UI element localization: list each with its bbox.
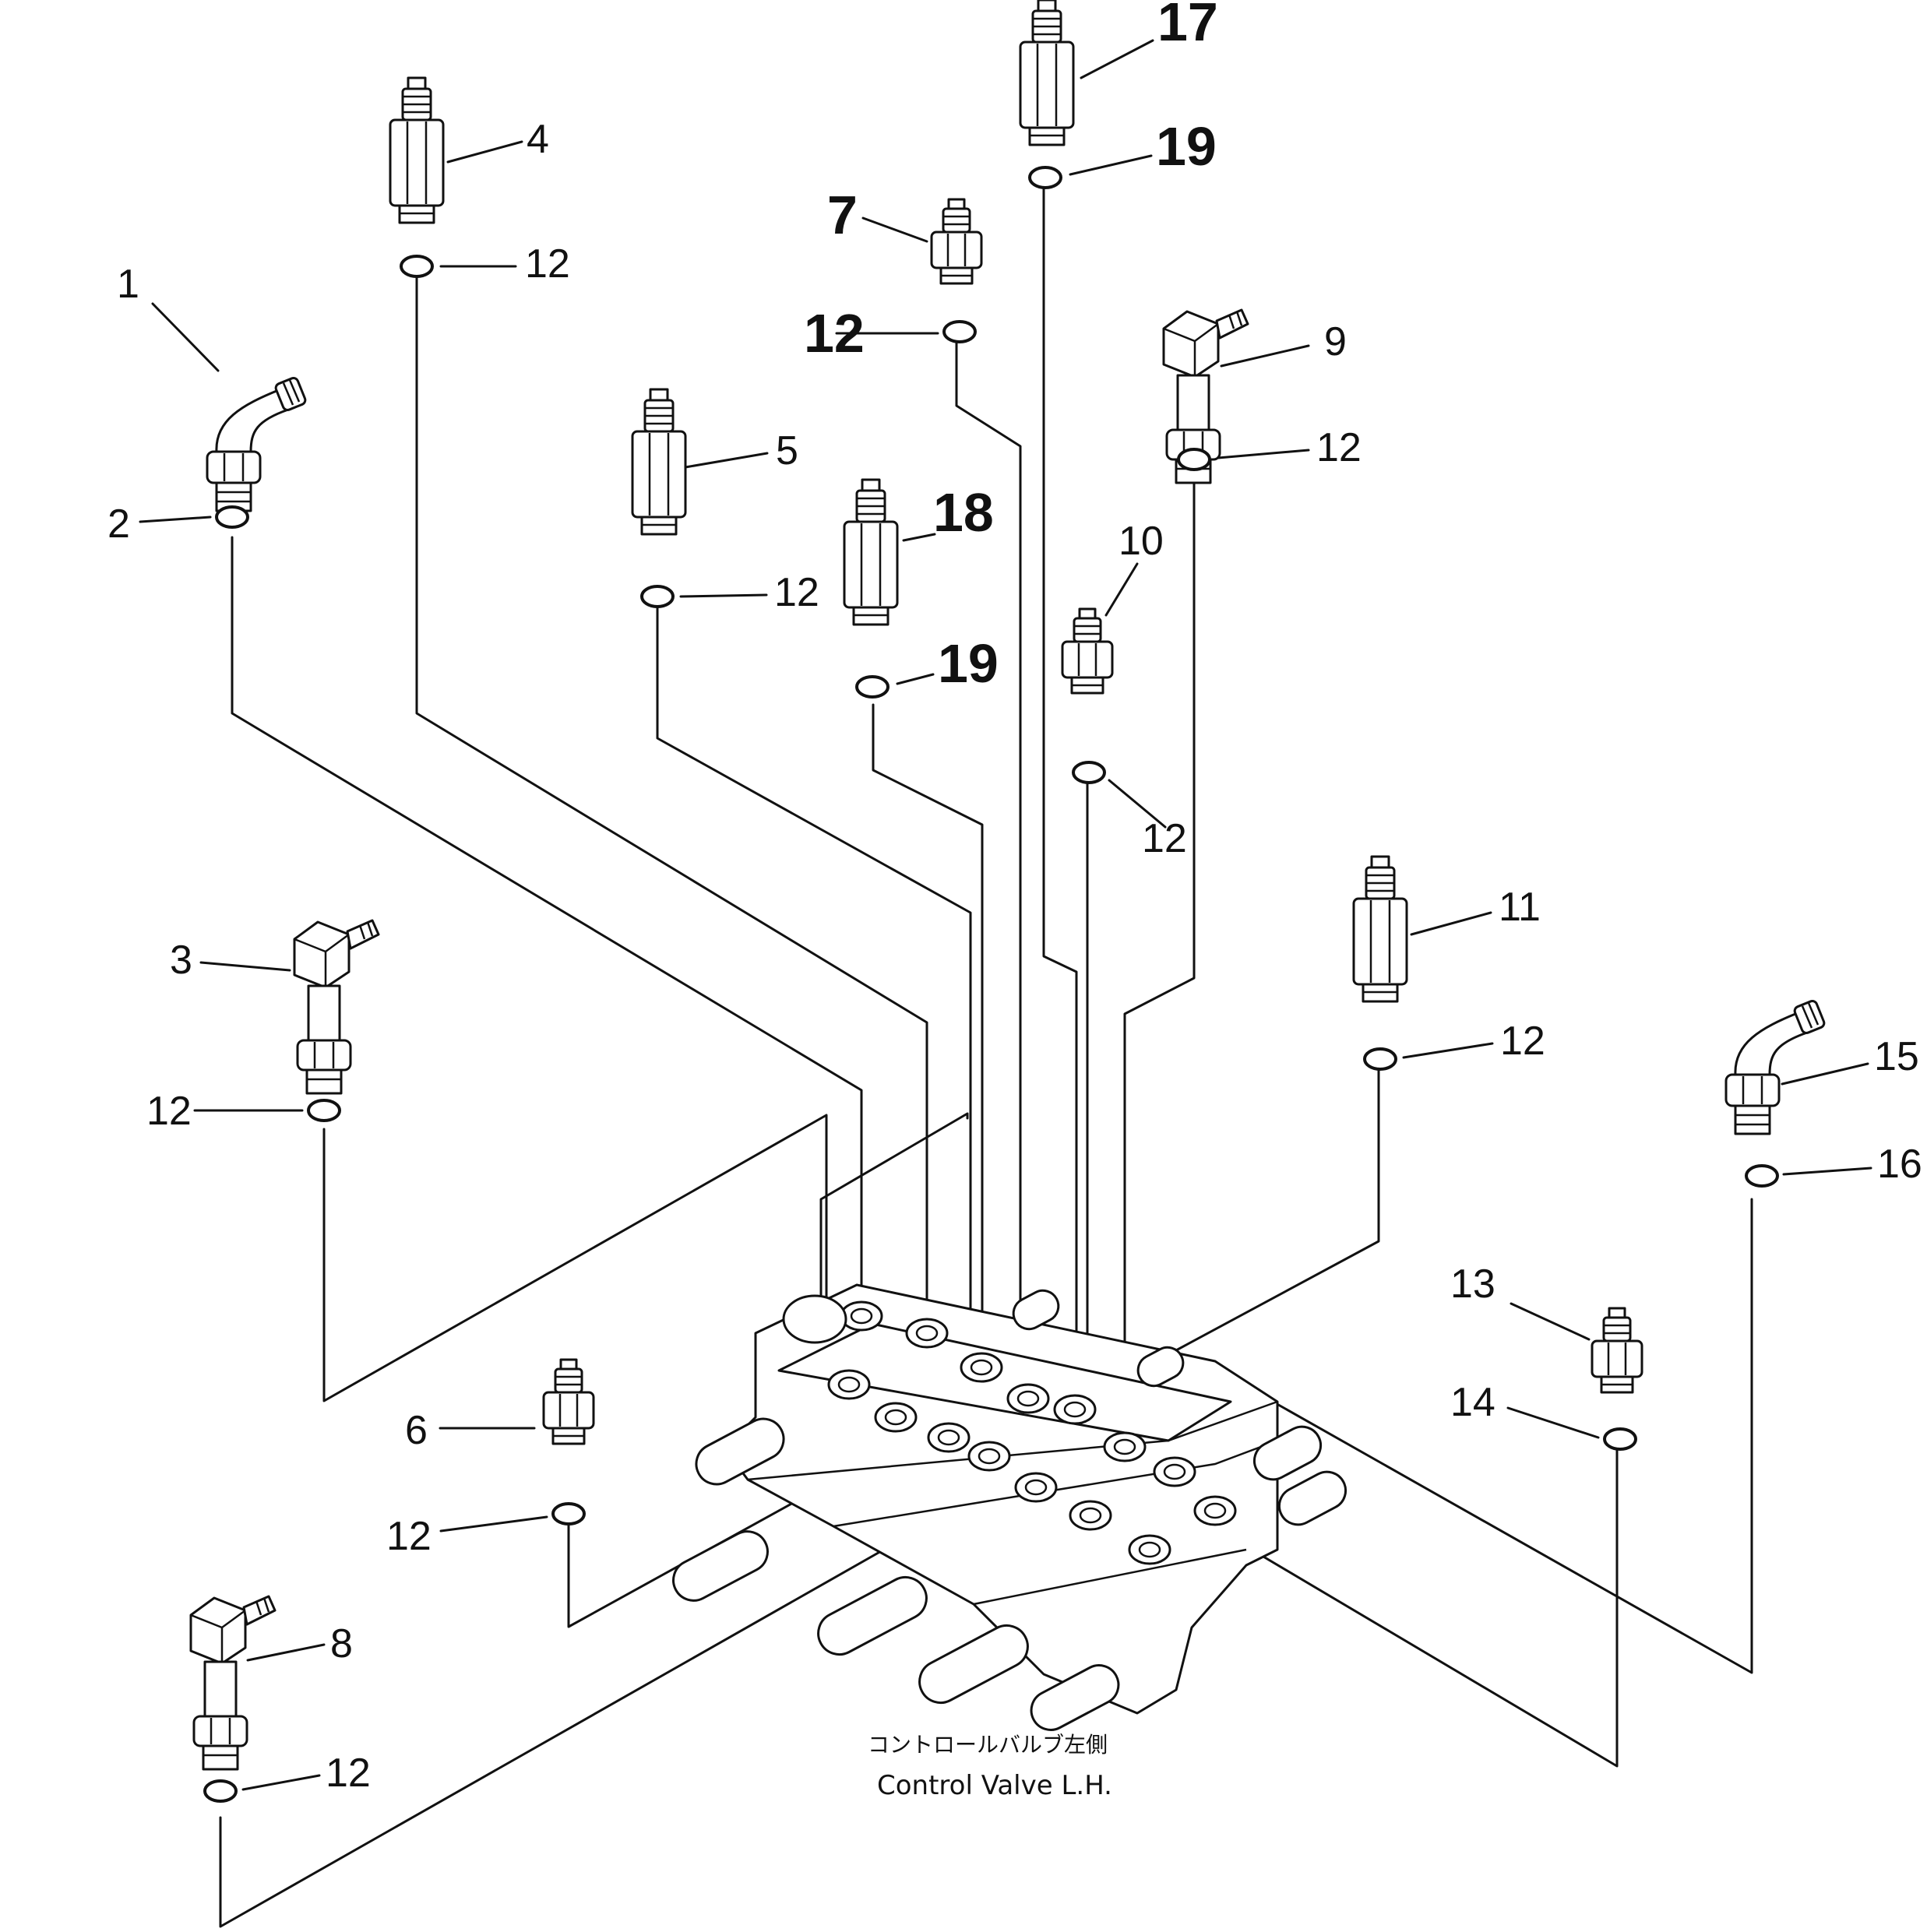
callout-11: 11: [1499, 885, 1541, 930]
fitting-15-elbow: [1724, 998, 1827, 1135]
fitting-4-adapter: [389, 76, 445, 224]
fitting-5-adapter: [631, 388, 687, 536]
callout-17: 17: [1157, 0, 1218, 52]
o-ring-14: [1603, 1427, 1637, 1451]
caption-japanese: コントロールバルブ左側: [868, 1732, 1108, 1758]
fitting-7-adapter: [930, 198, 983, 285]
fitting-18-adapter: [843, 478, 899, 626]
o-ring-12-i: [203, 1779, 238, 1803]
callout-12-d: 12: [774, 570, 819, 615]
o-ring-12-h: [551, 1502, 586, 1526]
o-ring-19-b: [855, 675, 890, 699]
callout-5: 5: [776, 428, 798, 473]
callout-12-h: 12: [386, 1514, 432, 1559]
o-ring-12-d: [640, 585, 675, 608]
fitting-6-adapter: [542, 1358, 595, 1445]
o-rings: [203, 166, 1779, 1803]
o-ring-19-a: [1028, 166, 1062, 189]
o-ring-12-e: [1072, 761, 1106, 784]
o-ring-16: [1745, 1164, 1779, 1188]
callout-15: 15: [1874, 1034, 1919, 1079]
fitting-8-square-elbow: [189, 1595, 277, 1771]
callout-12-e: 12: [1142, 816, 1187, 861]
leader-lines: [219, 173, 1753, 1928]
callout-10: 10: [1119, 519, 1164, 564]
fitting-3-square-elbow: [293, 919, 380, 1095]
fitting-1-elbow: [206, 375, 308, 512]
callout-12-i: 12: [326, 1751, 371, 1796]
fitting-17-adapter: [1019, 0, 1075, 146]
o-ring-12-f: [1363, 1047, 1397, 1071]
o-ring-12-b: [942, 320, 977, 343]
callout-8: 8: [330, 1621, 353, 1666]
callout-12-a: 12: [525, 241, 570, 287]
fitting-10-adapter: [1061, 607, 1114, 695]
fitting-13-adapter: [1591, 1307, 1643, 1394]
callout-12-g: 12: [146, 1089, 192, 1134]
callout-4: 4: [527, 117, 549, 162]
callout-9: 9: [1324, 319, 1347, 364]
control-valve-body: [672, 1283, 1347, 1731]
caption-english: Control Valve L.H.: [877, 1770, 1112, 1801]
callout-leaders: [139, 39, 1872, 1791]
callout-18: 18: [933, 482, 994, 543]
callout-12-f: 12: [1500, 1019, 1545, 1064]
callout-16: 16: [1877, 1142, 1922, 1187]
callout-13: 13: [1450, 1262, 1495, 1307]
o-ring-12-c: [1177, 448, 1211, 471]
callout-14: 14: [1450, 1380, 1495, 1425]
valve-ports: [782, 1294, 1237, 1565]
o-ring-12-g: [307, 1099, 341, 1122]
o-ring-2: [215, 505, 249, 529]
callout-12-c: 12: [1316, 425, 1362, 470]
fitting-11-adapter: [1352, 855, 1408, 1003]
callout-19-b: 19: [938, 633, 999, 694]
callout-19-a: 19: [1156, 116, 1217, 177]
callout-numbers: 1 2 3 4 5 6 7 8 9 10 11 13 14 15 16 17 1…: [107, 0, 1922, 1796]
callout-1: 1: [117, 262, 139, 307]
callout-6: 6: [405, 1408, 428, 1453]
callout-7: 7: [827, 185, 858, 245]
callout-2: 2: [107, 501, 130, 547]
o-ring-12-a: [400, 255, 434, 278]
callout-3: 3: [170, 938, 192, 983]
callout-12-b: 12: [804, 303, 865, 364]
